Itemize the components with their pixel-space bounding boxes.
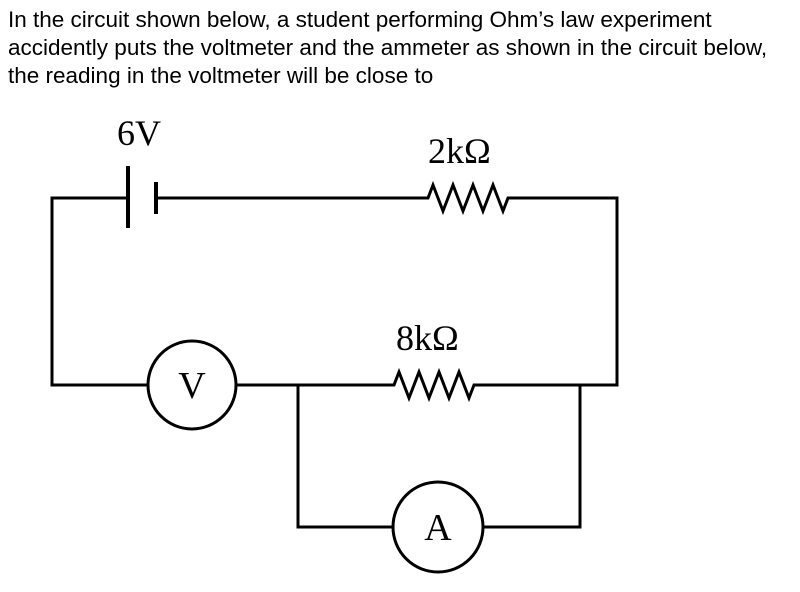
ammeter	[391, 480, 485, 574]
question-text: In the circuit shown below, a student pe…	[8, 7, 768, 88]
battery-label: 6V	[117, 113, 161, 153]
voltmeter-label: V	[178, 365, 206, 407]
voltmeter	[146, 339, 238, 431]
battery-symbol	[126, 166, 158, 228]
bottom-branch-wires	[236, 383, 582, 529]
resistor-8k	[380, 367, 500, 403]
top-branch-wires	[50, 196, 619, 387]
ammeter-label: A	[424, 507, 452, 549]
resistor-2k	[410, 180, 530, 216]
resistor-2k-label: 2kΩ	[428, 131, 491, 171]
resistor-8k-label: 8kΩ	[396, 318, 459, 358]
